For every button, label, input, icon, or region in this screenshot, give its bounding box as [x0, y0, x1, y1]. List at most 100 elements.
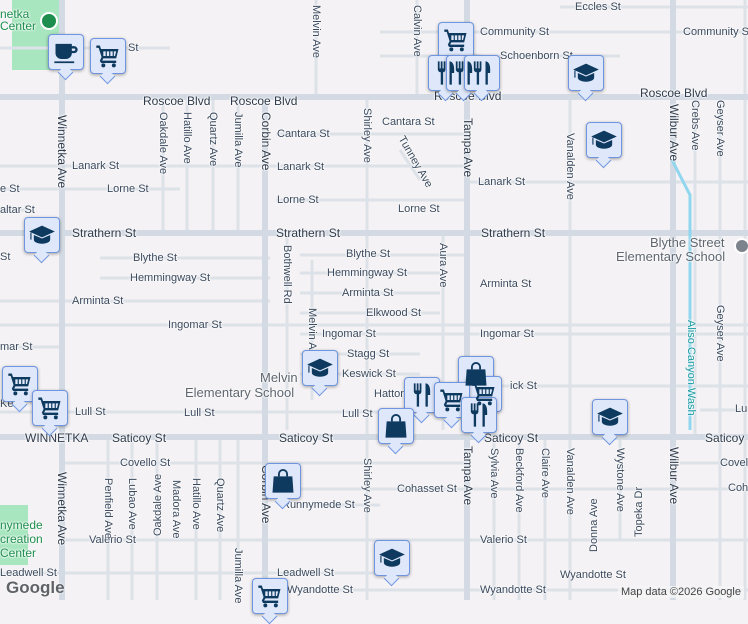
street-label: Hatillo Ave [181, 112, 193, 164]
street-label: Wystone Ave [614, 448, 626, 512]
place-runnymede-3: Center [0, 546, 37, 560]
coffee-marker[interactable] [48, 34, 84, 70]
street-label: altar St [0, 204, 35, 216]
place-melvin-school-2[interactable]: Elementary School [185, 385, 295, 400]
street-label: Blythe St [346, 248, 391, 260]
restaurant-icon [468, 59, 496, 87]
place-runnymede[interactable]: nymede [0, 518, 43, 532]
restaurant-marker[interactable] [428, 55, 464, 91]
grocery-marker[interactable] [32, 390, 68, 426]
graduation-cap-icon [306, 354, 334, 382]
street-label: Saticoy St [112, 431, 167, 445]
restaurant-marker[interactable] [404, 377, 440, 413]
coffee-icon [52, 38, 80, 66]
school-marker[interactable] [374, 540, 410, 576]
street-label: Winnetka Ave [55, 472, 69, 546]
street-label: Strathern St [276, 226, 341, 240]
shop-marker[interactable] [378, 408, 414, 444]
place-runnymede-2: creation [0, 532, 43, 546]
map-canvas[interactable] [0, 0, 748, 600]
street-label: Madora Ave [170, 480, 182, 539]
street-label: Geyser Ave [714, 305, 726, 362]
place-blythe-school-2[interactable]: Elementary School [616, 249, 726, 264]
street-label: WINNETKA [25, 431, 89, 445]
street-label: Cantara St [277, 128, 330, 140]
street-label: Valerio St [89, 534, 136, 546]
minor-roads [0, 0, 748, 600]
school-marker[interactable] [302, 350, 338, 386]
grocery-marker[interactable] [438, 22, 474, 58]
street-label: Aura Ave [437, 243, 449, 288]
street-label: Beckford Ave [513, 448, 525, 513]
street-label: Penfield Ave [102, 478, 114, 539]
restaurant-icon [465, 401, 493, 429]
place-blythe-school[interactable]: Blythe Street [650, 235, 725, 250]
street-label: Elkwood St [366, 307, 422, 319]
shopping-cart-icon [94, 42, 122, 70]
street-label: Hemmingway St [327, 267, 408, 279]
street-label: Arminta St [72, 295, 124, 307]
street-label: Hatillo Ave [190, 478, 202, 530]
major-roads [0, 0, 748, 600]
school-marker[interactable] [586, 122, 622, 158]
street-label: Eccles St [575, 1, 621, 13]
street-label: Ingomar St [480, 328, 534, 340]
place-winnetka-center[interactable]: netka Center [0, 7, 37, 33]
street-label: Wilbur Ave [667, 104, 681, 162]
street-label: Wyandotte St [560, 569, 626, 581]
shopping-cart-icon [36, 394, 64, 422]
street-label: Leadwell St [0, 567, 57, 579]
street-label: Tampa Ave [461, 118, 475, 178]
graduation-cap-icon [596, 403, 624, 431]
street-label: Arminta St [342, 287, 394, 299]
street-label: e St [0, 183, 20, 195]
street-label: Topeka Dr [633, 486, 645, 537]
grocery-marker[interactable] [90, 38, 126, 74]
street-label: Donna Ave [588, 498, 600, 552]
street-label: Sylvia Ave [488, 448, 500, 499]
street-label: Ingomar St [168, 319, 222, 331]
street-label: St [128, 42, 139, 54]
place-melvin-school[interactable]: Melvin [260, 370, 298, 385]
street-label: Hemmingway St [130, 272, 211, 284]
street-label: Jumilla Ave [232, 112, 244, 168]
street-label: Saticoy St [705, 431, 748, 445]
street-label: Lull St [342, 408, 373, 420]
street-label: Valerio St [480, 534, 527, 546]
restaurant-marker[interactable] [461, 397, 497, 433]
street-label: Shirley Ave [361, 458, 373, 513]
grocery-marker[interactable] [252, 578, 288, 614]
street-label: Lorne St [107, 183, 149, 195]
street-label: Stagg St [347, 348, 390, 360]
school-pin-icon[interactable] [734, 238, 748, 254]
graduation-cap-icon [572, 59, 600, 87]
street-label: Melvin Ave [310, 5, 322, 58]
street-label: Lull St [75, 406, 106, 418]
google-logo[interactable]: Google [6, 578, 65, 597]
street-label: Geyser Ave [714, 100, 726, 157]
shop-marker[interactable] [265, 463, 301, 499]
street-label: Roscoe Blvd [143, 94, 211, 108]
street-label: Lanark St [72, 160, 120, 172]
street-label: Tampa Ave [461, 446, 475, 506]
grocery-marker[interactable] [2, 366, 38, 402]
street-label: Jumilla Ave [232, 548, 244, 604]
map-attribution[interactable]: Map data ©2026 Google [617, 586, 744, 598]
street-label: Community St [480, 26, 550, 38]
street-label: Blythe St [133, 252, 178, 264]
street-label: Wyandotte St [287, 584, 353, 596]
street-label: Leadwell St [277, 567, 334, 579]
street-label: Melvin A [306, 308, 318, 350]
school-marker[interactable] [592, 399, 628, 435]
school-marker[interactable] [24, 217, 60, 253]
school-marker[interactable] [568, 55, 604, 91]
street-label: Saticoy St [279, 431, 334, 445]
shopping-cart-icon [438, 386, 466, 414]
street-label: St [0, 251, 11, 263]
street-label: Quartz Ave [214, 478, 226, 533]
shopping-cart-icon [256, 582, 284, 610]
street-label: Lubao Ave [126, 478, 138, 530]
park-pin-icon[interactable] [40, 12, 58, 30]
restaurant-marker[interactable] [464, 55, 500, 91]
street-label: Strathern St [72, 226, 137, 240]
